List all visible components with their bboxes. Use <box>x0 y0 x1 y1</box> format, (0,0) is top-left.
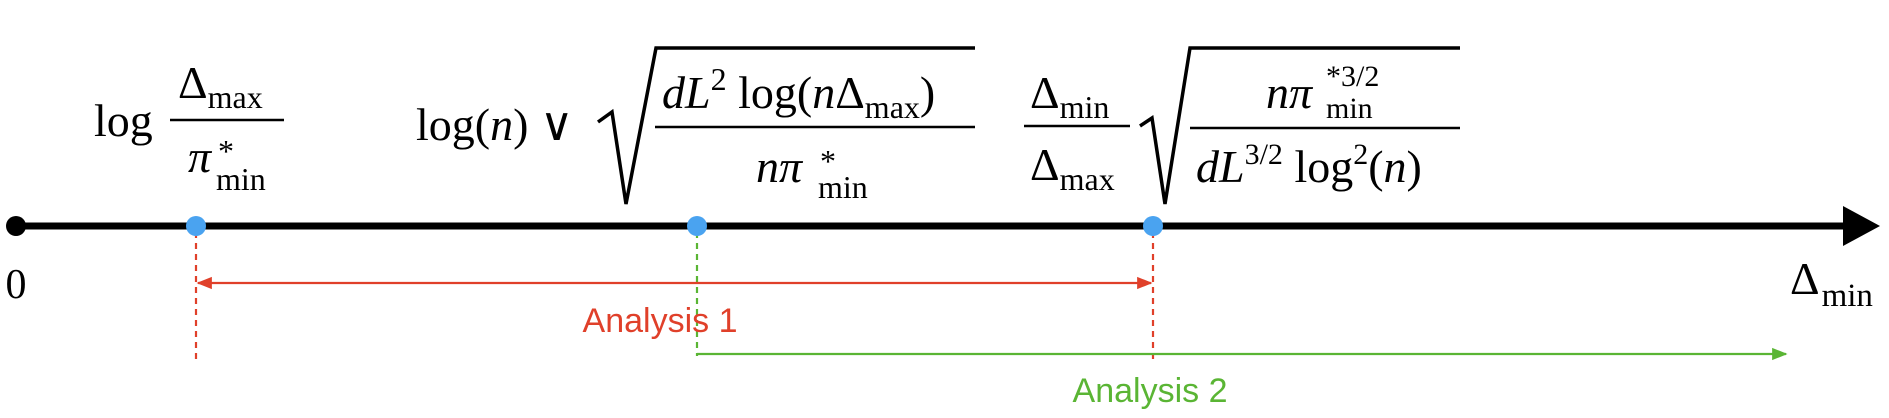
threshold-1-denominator-sub: min <box>216 161 266 197</box>
threshold-2-lead: log(n) ∨ <box>416 99 574 150</box>
threshold-2-formula: log(n) ∨ dL2 log(nΔmax) nπ * min <box>416 46 975 205</box>
threshold-1-denominator-sup: * <box>218 133 234 169</box>
threshold-1-numerator: Δmax <box>178 57 263 115</box>
analysis-2-label: Analysis 2 <box>1073 372 1228 410</box>
threshold-3-ratio-numerator: Δmin <box>1030 67 1109 125</box>
axis-end-label: Δmin <box>1790 253 1873 314</box>
threshold-3-ratio-denominator: Δmax <box>1030 139 1115 197</box>
threshold-3-denominator: dL3/2 log2(n) <box>1196 138 1422 192</box>
threshold-1-formula: log Δmax π * min <box>94 57 284 197</box>
threshold-1-denominator-pi: π <box>188 131 213 182</box>
main-axis <box>6 206 1880 246</box>
origin-dot <box>6 216 26 236</box>
analysis-1-label: Analysis 1 <box>583 302 738 340</box>
threshold-3-formula: Δmin Δmax nπ *3/2 min dL3/2 log2(n) <box>1024 46 1460 205</box>
threshold-2-numerator: dL2 log(nΔmax) <box>662 61 935 125</box>
threshold-2-denominator-sub: min <box>818 169 868 205</box>
threshold-1-log: log <box>94 95 153 146</box>
axis-arrowhead <box>1843 206 1880 246</box>
origin-label: 0 <box>6 262 27 308</box>
threshold-3-numerator-sub: min <box>1326 92 1373 125</box>
threshold-3-marker <box>1143 216 1163 236</box>
threshold-2-sqrt-sign <box>596 46 975 205</box>
threshold-3-numerator: nπ <box>1266 67 1314 118</box>
threshold-2-marker <box>687 216 707 236</box>
threshold-2-denominator-sup: * <box>820 143 836 179</box>
threshold-3-sqrt-sign <box>1139 46 1460 205</box>
threshold-1-marker <box>186 216 206 236</box>
threshold-3-numerator-sup: *3/2 <box>1326 60 1379 93</box>
threshold-2-denominator: nπ <box>756 141 804 192</box>
